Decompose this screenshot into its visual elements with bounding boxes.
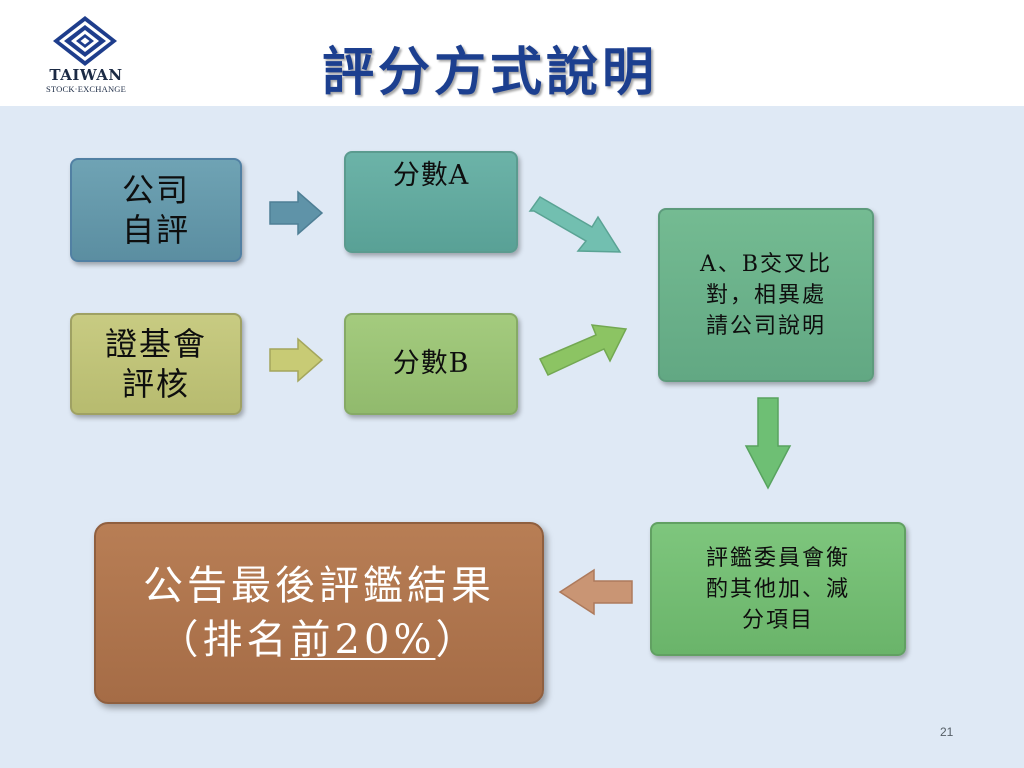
logo-name: TAIWAN — [49, 66, 123, 84]
result-highlight: 前20% — [290, 617, 436, 663]
arrow-score-b-to-cross-check — [538, 324, 628, 376]
score-a-label: 分數A — [392, 160, 470, 191]
score-b-box: 分數B — [344, 313, 518, 415]
committee-line-3: 分項目 — [741, 607, 814, 633]
result-line-1: 公告最後評鑑結果 — [143, 563, 495, 609]
arrow-cross-check-to-committee — [744, 397, 792, 490]
committee-line-2: 酌其他加、減 — [705, 576, 850, 602]
twse-diamond-icon — [53, 16, 117, 66]
cross-check-line-2: 對，相異處 — [705, 282, 826, 308]
score-a-box: 分數A — [344, 151, 518, 253]
self-evaluation-line-1: 公司 — [121, 171, 190, 209]
evaluation-committee-box: 評鑑委員會衡 酌其他加、減 分項目 — [650, 522, 906, 656]
self-evaluation-box: 公司 自評 — [70, 158, 242, 262]
review-line-2: 評核 — [121, 365, 190, 403]
committee-line-1: 評鑑委員會衡 — [705, 545, 850, 571]
self-evaluation-line-2: 自評 — [121, 211, 190, 249]
result-line-2: （排名前20%） — [143, 613, 495, 667]
review-box: 證基會 評核 — [70, 313, 242, 415]
result-line-2-prefix: （排名 — [158, 617, 291, 663]
result-line-2-suffix: ） — [435, 617, 480, 663]
arrow-self-to-score-a — [269, 190, 324, 236]
slide-number: 21 — [940, 725, 954, 739]
score-b-label: 分數B — [392, 348, 470, 379]
final-result-box: 公告最後評鑑結果 （排名前20%） — [94, 522, 544, 704]
cross-check-line-1: A、B交叉比 — [699, 251, 833, 277]
cross-check-line-3: 請公司說明 — [705, 313, 826, 339]
slide-header: TAIWAN STOCK·EXCHANGE 評分方式說明 — [0, 0, 1024, 107]
arrow-score-a-to-cross-check — [528, 196, 622, 253]
logo-subtitle: STOCK·EXCHANGE — [45, 84, 127, 94]
page-title: 評分方式說明 — [322, 42, 659, 103]
arrow-committee-to-result — [558, 568, 633, 616]
arrow-review-to-score-b — [269, 337, 324, 383]
cross-check-box: A、B交叉比 對，相異處 請公司說明 — [658, 208, 874, 382]
review-line-1: 證基會 — [104, 325, 207, 363]
taiwan-stock-exchange-logo: TAIWAN STOCK·EXCHANGE — [40, 16, 132, 98]
